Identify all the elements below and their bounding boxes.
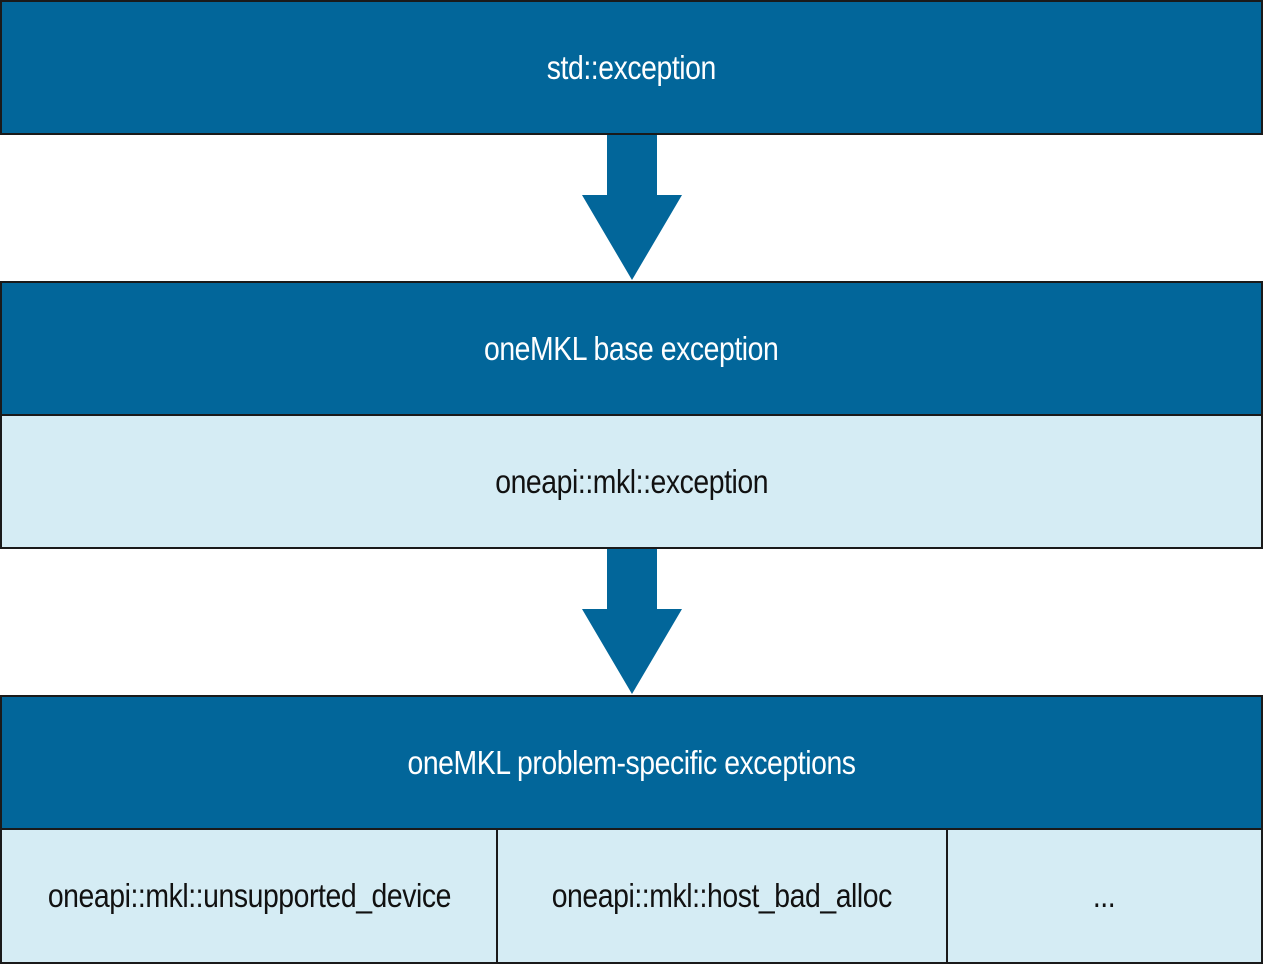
std-exception-label: std::exception [546, 48, 717, 86]
unsupported-device-exception-box: oneapi::mkl::unsupported_device [0, 828, 498, 964]
host-bad-alloc-exception-box: oneapi::mkl::host_bad_alloc [496, 828, 948, 964]
down-arrow-icon [582, 135, 682, 280]
base-exception-label: oneMKL base exception [484, 329, 779, 367]
down-arrow-icon [582, 549, 682, 694]
unsupported-device-exception-label: oneapi::mkl::unsupported_device [47, 877, 451, 914]
more-exceptions-box: ... [946, 828, 1263, 964]
problem-specific-exceptions-label: oneMKL problem-specific exceptions [407, 743, 856, 781]
base-exception-header: oneMKL base exception [0, 281, 1263, 416]
problem-specific-exceptions-header: oneMKL problem-specific exceptions [0, 695, 1263, 830]
base-exception-class-box: oneapi::mkl::exception [0, 414, 1263, 549]
base-exception-class-label: oneapi::mkl::exception [495, 462, 768, 500]
std-exception-box: std::exception [0, 0, 1263, 135]
more-exceptions-label: ... [1093, 877, 1116, 914]
host-bad-alloc-exception-label: oneapi::mkl::host_bad_alloc [551, 877, 893, 914]
